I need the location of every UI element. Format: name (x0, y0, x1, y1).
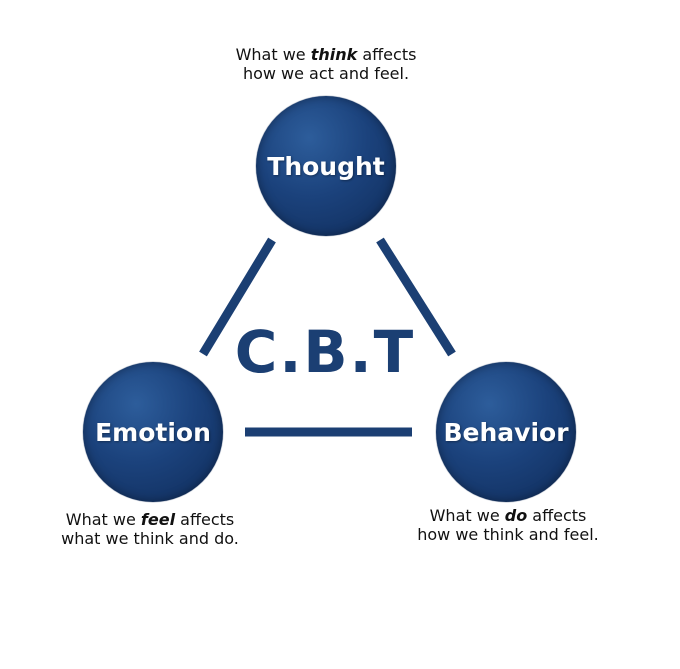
thought-caption-line1: What we think affects (196, 45, 456, 64)
behavior-caption: What we do affects how we think and feel… (388, 506, 628, 544)
line-thought-behavior (376, 237, 456, 357)
thought-caption: What we think affects how we act and fee… (196, 45, 456, 83)
cbt-title: C.B.T (234, 318, 416, 386)
behavior-caption-emphasis: do (504, 506, 528, 525)
emotion-node: Emotion (83, 362, 223, 502)
emotion-caption-pre: What we (65, 510, 141, 529)
emotion-caption-emphasis: feel (140, 510, 176, 529)
behavior-label: Behavior (443, 417, 569, 447)
thought-caption-emphasis: think (310, 45, 358, 64)
emotion-label: Emotion (95, 417, 211, 447)
behavior-caption-line2: how we think and feel. (417, 525, 599, 544)
behavior-caption-pre: What we (429, 506, 505, 525)
behavior-caption-post: affects (527, 506, 587, 525)
thought-caption-line2: how we act and feel. (242, 64, 410, 83)
thought-caption-pre: What we (235, 45, 311, 64)
thought-label: Thought (267, 151, 385, 181)
line-thought-emotion (199, 237, 276, 357)
emotion-caption-line1: What we feel affects (30, 510, 270, 529)
emotion-caption: What we feel affects what we think and d… (30, 510, 270, 548)
emotion-caption-post: affects (175, 510, 235, 529)
thought-node: Thought (256, 96, 396, 236)
behavior-caption-line1: What we do affects (388, 506, 628, 525)
emotion-caption-line2: what we think and do. (61, 529, 239, 548)
thought-caption-post: affects (357, 45, 417, 64)
behavior-node: Behavior (436, 362, 576, 502)
